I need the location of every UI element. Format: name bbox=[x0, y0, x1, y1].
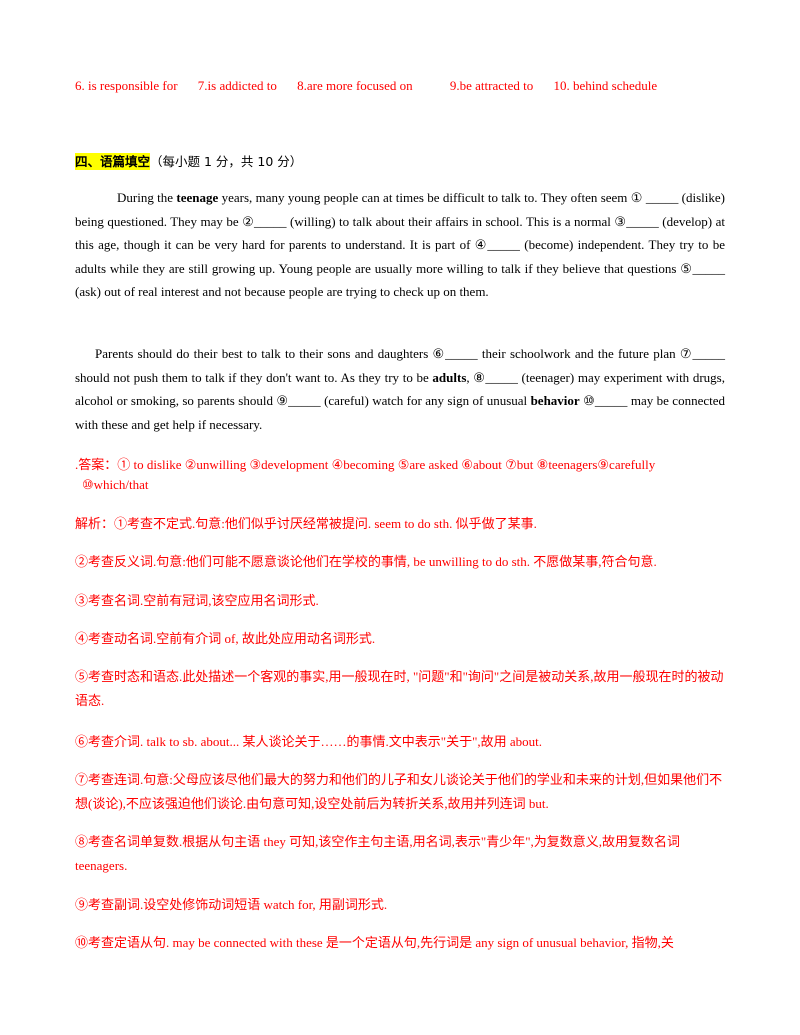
section-heading: 四、语篇填空（每小题 1 分，共 10 分） bbox=[75, 151, 302, 170]
section-subtitle: （每小题 1 分，共 10 分） bbox=[150, 154, 303, 169]
answer-item-8: 8.are more focused on bbox=[297, 78, 413, 93]
answer-item-6: 6. is responsible for bbox=[75, 78, 178, 93]
bold-word-teenage: teenage bbox=[176, 190, 219, 205]
explanation-1: 解析：①考查不定式.句意:他们似乎讨厌经常被提问. seem to do sth… bbox=[75, 516, 537, 531]
explanation-8: ⑧考查名词单复数.根据从句主语 they 可知,该空作主句主语,用名词,表示"青… bbox=[75, 834, 680, 873]
bold-word-adults: adults bbox=[432, 369, 467, 385]
section-title: 四、语篇填空 bbox=[75, 153, 151, 170]
answers-top-line: 6. is responsible for 7.is addicted to 8… bbox=[75, 78, 674, 94]
explanation-5: ⑤考查时态和语态.此处描述一个客观的事实,用一般现在时, "问题"和"询问"之间… bbox=[75, 669, 724, 708]
answer-key-line-1: .答案：① to dislike ②unwilling ③development… bbox=[75, 457, 656, 472]
explanation-7: ⑦考查连词.句意:父母应该尽他们最大的努力和他们的儿子和女儿谈论关于他们的学业和… bbox=[75, 772, 723, 811]
passage-paragraph-2: Parents should do their best to talk to … bbox=[75, 346, 725, 432]
answer-item-7: 7.is addicted to bbox=[197, 78, 277, 93]
explanation-2: ②考查反义词.句意:他们可能不愿意谈论他们在学校的事情, be unwillin… bbox=[75, 554, 657, 569]
explanation-4: ④考查动名词.空前有介词 of, 故此处应用动名词形式. bbox=[75, 631, 376, 646]
explanation-10: ⑩考查定语从句. may be connected with these 是一个… bbox=[75, 935, 674, 950]
answer-key-line-2: ⑩which/that bbox=[82, 477, 149, 492]
bold-word-behavior: behavior bbox=[530, 393, 580, 409]
explanation-6: ⑥考查介词. talk to sb. about... 某人谈论关于……的事情.… bbox=[75, 734, 543, 749]
explanation-9: ⑨考查副词.设空处修饰动词短语 watch for, 用副词形式. bbox=[75, 897, 388, 912]
explanation-3: ③考查名词.空前有冠词,该空应用名词形式. bbox=[75, 593, 319, 608]
answer-item-10: 10. behind schedule bbox=[553, 78, 658, 93]
answer-item-9: 9.be attracted to bbox=[449, 78, 534, 93]
passage-paragraph-1: During the teenage years, many young peo… bbox=[75, 190, 725, 300]
